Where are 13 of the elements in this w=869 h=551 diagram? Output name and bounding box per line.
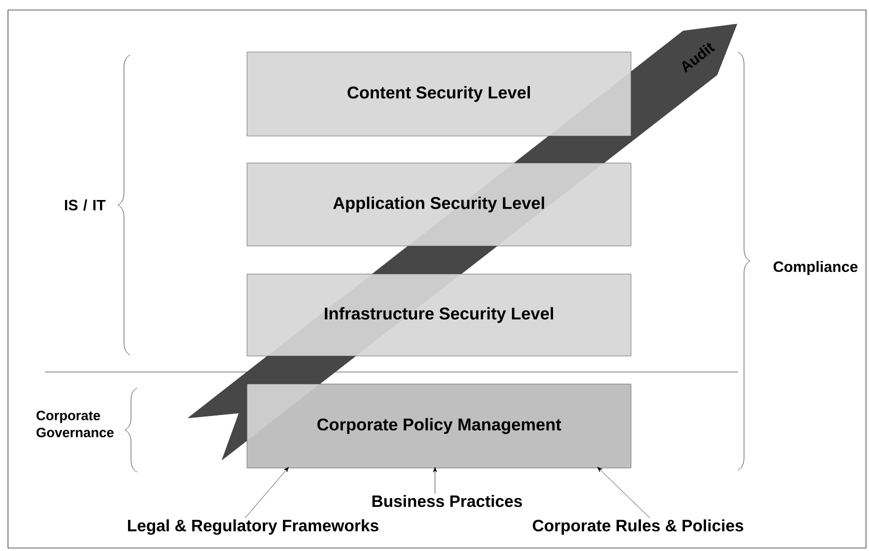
level-box: Infrastructure Security Level [246,274,632,356]
arrow [433,467,437,494]
group-label: Compliance [774,261,858,275]
level-box: Corporate Policy Management [246,384,632,468]
input-label: Business Practices [372,494,522,508]
input-label: Legal & Regulatory Frameworks [128,519,378,535]
group-label: IS / IT [65,199,106,211]
level-box: Content Security Level [246,52,632,136]
input-label: Corporate Rules & Policies [532,519,744,535]
level-box: Application Security Level [246,162,632,246]
arrow [244,466,289,518]
arrow [597,466,650,518]
group-label: Corporate Governance [36,410,114,438]
